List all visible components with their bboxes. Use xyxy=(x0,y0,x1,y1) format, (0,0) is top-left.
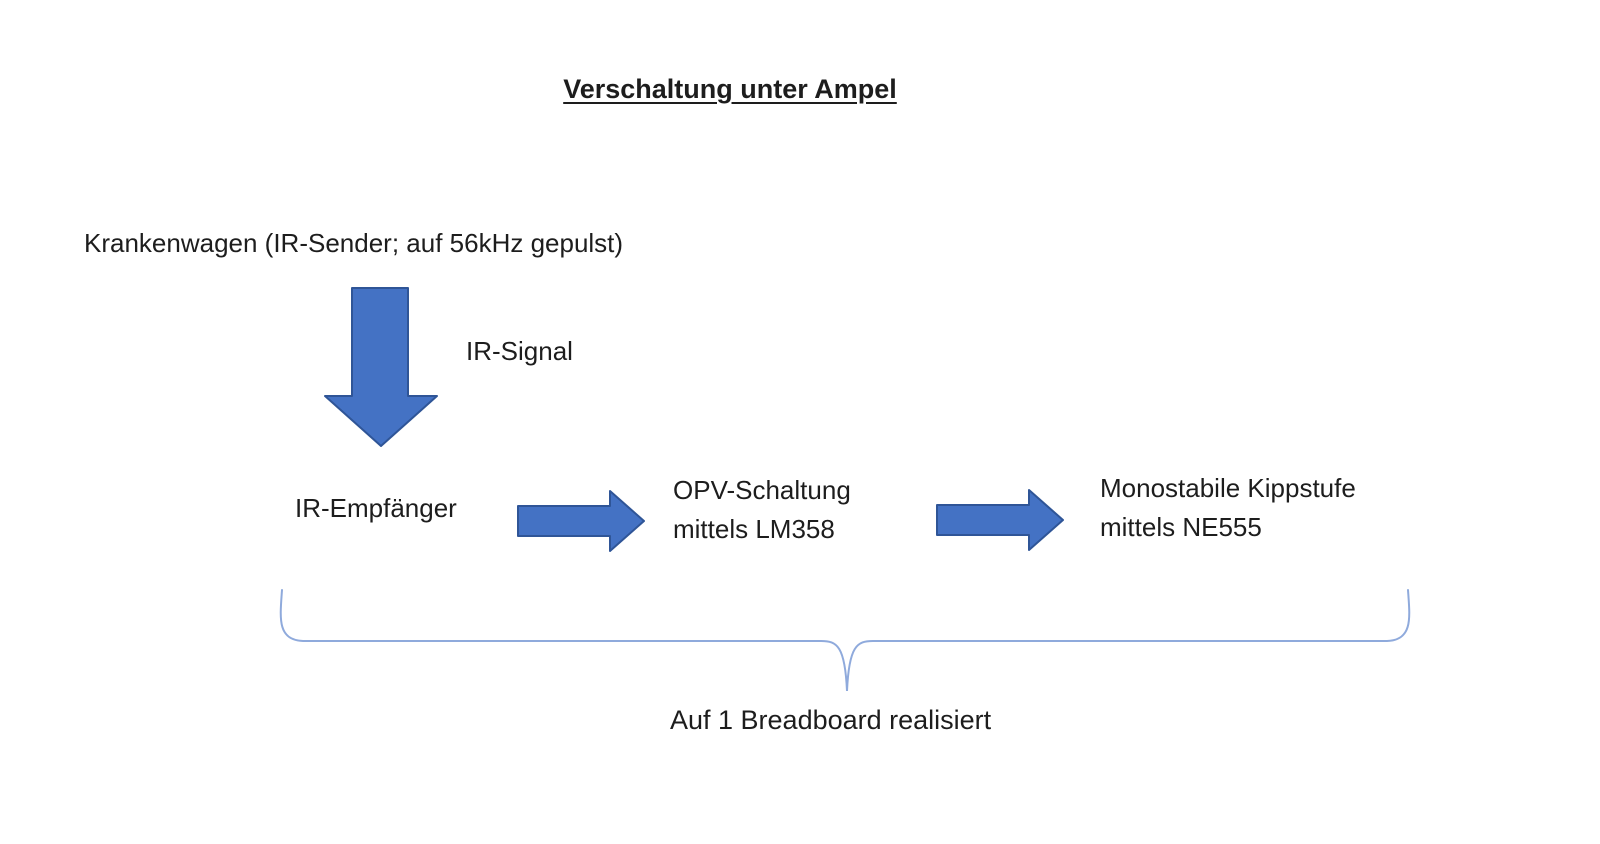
breadboard-brace-icon xyxy=(279,589,1411,692)
breadboard-brace-path xyxy=(279,589,1411,692)
opv-stage-label: OPV-Schaltung mittels LM358 xyxy=(673,471,851,549)
right-arrow-1-icon xyxy=(517,490,645,552)
ir-signal-label: IR-Signal xyxy=(466,336,573,366)
ambulance-sender-label: Krankenwagen (IR-Sender; auf 56kHz gepul… xyxy=(84,228,624,258)
monostable-stage-label: Monostabile Kippstufe mittels NE555 xyxy=(1100,469,1356,547)
opv-stage-line1: OPV-Schaltung xyxy=(673,475,851,505)
breadboard-caption: Auf 1 Breadboard realisiert xyxy=(670,705,992,735)
diagram-title: Verschaltung unter Ampel xyxy=(563,74,897,104)
down-arrow-shape xyxy=(324,287,438,447)
monostable-stage-line1: Monostabile Kippstufe xyxy=(1100,473,1356,503)
ir-receiver-label: IR-Empfänger xyxy=(295,493,457,523)
right-arrow-2-shape xyxy=(936,489,1064,551)
right-arrow-2-icon xyxy=(936,489,1064,551)
down-arrow-icon xyxy=(324,287,438,447)
right-arrow-1-shape xyxy=(517,490,645,552)
opv-stage-line2: mittels LM358 xyxy=(673,514,835,544)
monostable-stage-line2: mittels NE555 xyxy=(1100,512,1262,542)
